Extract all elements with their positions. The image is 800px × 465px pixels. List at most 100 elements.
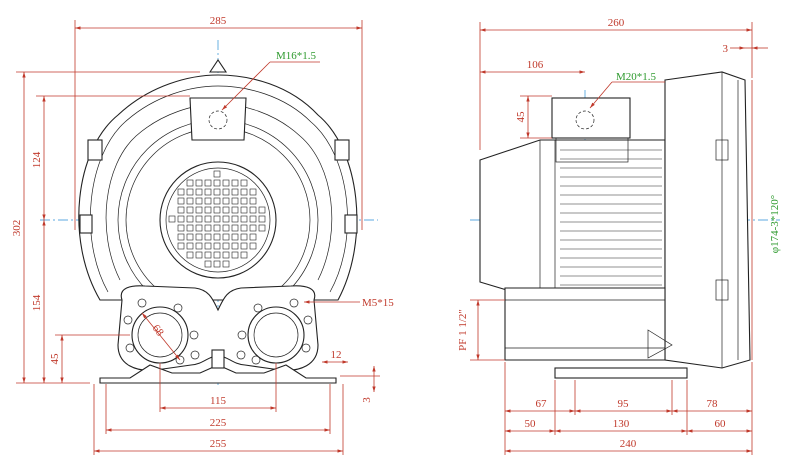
terminal-box [189,97,247,141]
grille-cell [204,242,212,250]
grille-cell [186,233,194,241]
outlet-port-inner [253,312,299,358]
port-thread-label: PF 1 1/2" [457,309,469,351]
grille-cell [204,215,212,223]
grille-cell [177,197,185,205]
side-terminal-box [551,97,631,139]
outlet-port-outer [247,306,305,364]
hole-label-m5: M5*15 [362,297,394,309]
grille-cell [177,224,185,232]
cable-gland-hole [208,110,228,130]
grille-cell [177,242,185,250]
dim-base-length: 240 [620,438,637,450]
fan-grille [168,170,266,268]
grille-cell [231,224,239,232]
grille-cell [186,242,194,250]
grille-cell [186,188,194,196]
blower-housing-side [664,71,751,369]
grille-cell [186,251,194,259]
grille-cell [249,188,257,196]
grille-cell [177,215,185,223]
dim-50: 50 [525,418,537,430]
thread-label-m16: M16*1.5 [276,50,317,62]
grille-cell [231,179,239,187]
grille-cell [195,188,203,196]
grille-cell [231,188,239,196]
motor-fins [560,149,662,286]
grille-cell [240,215,248,223]
grille-cell [177,233,185,241]
grille-cell [213,179,221,187]
grille-cell [186,215,194,223]
grille-cell [186,179,194,187]
dim-overall-length: 260 [608,17,625,29]
grille-cell [249,197,257,205]
grille-cell [204,206,212,214]
dim-box-height: 45 [515,111,527,123]
grille-cell [222,242,230,250]
dim-78: 78 [707,398,719,410]
base-feet [99,364,337,384]
grille-cell [240,188,248,196]
grille-cell [249,224,257,232]
left-mid-tab [79,214,93,234]
grille-cell [213,215,221,223]
grille-cell [204,197,212,205]
grille-cell [240,233,248,241]
grille-cell [240,206,248,214]
grille-cell [195,179,203,187]
grille-cell [231,242,239,250]
flange-bolt-holes [123,298,313,365]
grille-cell [240,224,248,232]
dim-gap: 3 [723,43,729,55]
fan-grille-outline [165,167,271,273]
grille-cell [222,179,230,187]
grille-cell [195,233,203,241]
flange-label: φ174-3*120° [769,195,781,253]
grille-cell [249,233,257,241]
grille-cell [231,215,239,223]
dim-overall-height: 302 [11,220,23,237]
grille-cell [222,251,230,259]
grille-cell [195,242,203,250]
grille-cell [249,242,257,250]
grille-cell [204,233,212,241]
grille-cell [222,260,230,268]
grille-cell [258,215,266,223]
grille-cell [195,215,203,223]
housing-ring-1 [90,85,348,293]
right-upper-tab [334,139,350,161]
grille-cell [249,206,257,214]
grille-cell [231,206,239,214]
grille-cell [204,224,212,232]
dim-60: 60 [715,418,727,430]
grille-cell [186,224,194,232]
grille-cell [195,224,203,232]
grille-cell [231,251,239,259]
dim-offset: 106 [527,59,544,71]
grille-cell [213,206,221,214]
dim-base-hole-spacing: 225 [210,417,227,429]
grille-cell [222,233,230,241]
grille-cell [240,251,248,259]
grille-cell [195,197,203,205]
side-cable-gland [575,110,595,130]
side-view: 260 106 3 45 M20*1.5 φ174-3*120° PF 1 1/… [457,17,781,455]
grille-cell [213,251,221,259]
grille-cell [222,197,230,205]
grille-cell [204,251,212,259]
thread-label-m20: M20*1.5 [616,71,657,83]
grille-cell [240,197,248,205]
grille-cell [222,224,230,232]
motor-cover [159,161,277,279]
grille-cell [186,206,194,214]
dim-lower-height: 154 [31,294,43,311]
dim-base-height: 45 [49,353,61,365]
dim-130: 130 [613,418,630,430]
grille-cell [240,242,248,250]
front-view: 285 302 124 154 45 M16*1.5 M5*15 68 12 3 [11,15,394,455]
grille-cell [204,260,212,268]
grille-cell [240,179,248,187]
